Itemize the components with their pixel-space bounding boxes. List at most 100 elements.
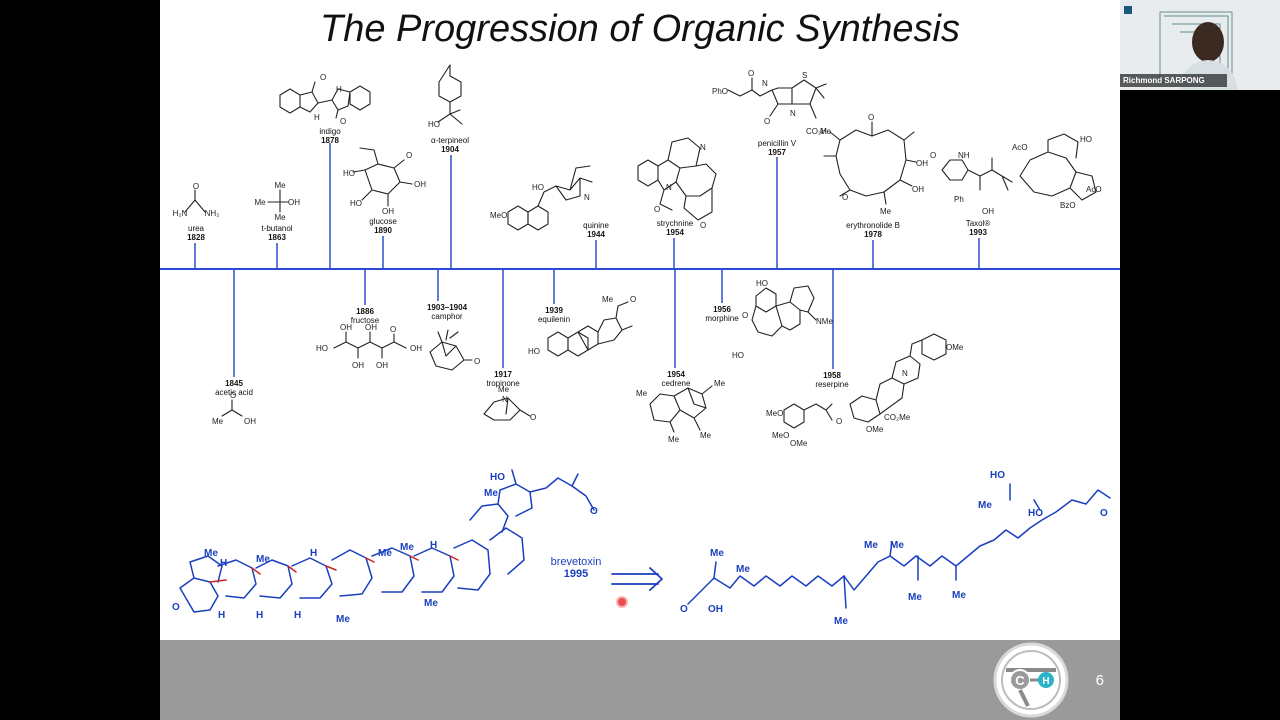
cedrene-structure: Me Me Me Me xyxy=(636,379,726,444)
molecule-structures: O H₂N NH₂ Me Me Me OH O H H O HO xyxy=(172,64,1111,627)
svg-text:H: H xyxy=(430,540,437,551)
t-butanol-structure: Me Me Me OH xyxy=(254,181,300,222)
svg-text:AcO: AcO xyxy=(1012,143,1028,152)
svg-text:H: H xyxy=(314,113,320,122)
svg-text:HO: HO xyxy=(528,347,540,356)
svg-text:Me: Me xyxy=(710,548,724,559)
svg-text:Me: Me xyxy=(908,592,922,603)
svg-text:Me: Me xyxy=(880,207,892,216)
glucose-structure: HO O OH OH HO xyxy=(343,147,426,216)
urea-structure: O H₂N NH₂ xyxy=(173,182,220,218)
svg-text:Me: Me xyxy=(274,213,286,222)
svg-text:MeO: MeO xyxy=(772,431,789,440)
svg-text:OH: OH xyxy=(365,323,377,332)
svg-text:MeO: MeO xyxy=(490,211,507,220)
slide-footer: C H 6 xyxy=(160,640,1120,720)
svg-text:CO₂H: CO₂H xyxy=(806,127,827,136)
svg-text:PhO: PhO xyxy=(712,87,728,96)
svg-text:OH: OH xyxy=(410,344,422,353)
svg-text:H: H xyxy=(220,558,227,569)
svg-text:HO: HO xyxy=(350,199,362,208)
svg-text:O: O xyxy=(700,221,706,230)
svg-text:Me: Me xyxy=(820,127,832,136)
svg-text:Me: Me xyxy=(636,389,648,398)
linear-precursor-structure xyxy=(687,483,1111,609)
svg-text:NH: NH xyxy=(958,151,970,160)
svg-text:OH: OH xyxy=(708,604,723,615)
penicillin-v-structure: PhO O N S O N CO₂H xyxy=(712,69,827,136)
svg-text:Me: Me xyxy=(700,431,712,440)
svg-text:N: N xyxy=(762,79,768,88)
svg-text:HO: HO xyxy=(490,472,505,483)
svg-text:OH: OH xyxy=(982,207,994,216)
svg-text:Me: Me xyxy=(978,500,992,511)
taxol-structure: O NH Ph OH AcO HO BzO AcO xyxy=(930,133,1102,216)
svg-text:HO: HO xyxy=(343,169,355,178)
svg-text:N: N xyxy=(700,143,706,152)
ch-logo-icon: C H xyxy=(993,642,1069,718)
svg-text:H: H xyxy=(294,610,301,621)
svg-text:O: O xyxy=(630,295,636,304)
svg-text:O: O xyxy=(530,413,536,422)
svg-text:N: N xyxy=(502,395,508,404)
slide-title: The Progression of Organic Synthesis xyxy=(320,8,960,50)
alpha-terpineol-structure: HO xyxy=(428,64,463,129)
svg-text:H: H xyxy=(310,548,317,559)
svg-text:OH: OH xyxy=(352,361,364,370)
svg-text:Me: Me xyxy=(378,548,392,559)
svg-text:AcO: AcO xyxy=(1086,185,1102,194)
svg-text:MeO: MeO xyxy=(766,409,783,418)
equilenin-structure: HO O Me xyxy=(528,295,636,357)
svg-text:OH: OH xyxy=(382,207,394,216)
svg-text:O: O xyxy=(680,604,688,615)
svg-text:OH: OH xyxy=(376,361,388,370)
svg-text:O: O xyxy=(764,117,770,126)
svg-text:H: H xyxy=(1042,676,1049,687)
video-thumbnail[interactable]: Richmond SARPONG xyxy=(1120,0,1280,90)
svg-text:Me: Me xyxy=(714,379,726,388)
svg-text:H: H xyxy=(336,85,342,94)
svg-text:Ph: Ph xyxy=(954,195,964,204)
svg-text:OH: OH xyxy=(244,417,256,426)
label-taxol: Taxol®1993 xyxy=(965,219,991,237)
svg-text:N: N xyxy=(790,109,796,118)
svg-text:HO: HO xyxy=(1028,508,1043,519)
svg-text:O: O xyxy=(842,193,848,202)
svg-text:O: O xyxy=(474,357,480,366)
svg-text:OMe: OMe xyxy=(866,425,884,434)
svg-text:Me: Me xyxy=(212,417,224,426)
svg-text:O: O xyxy=(836,417,842,426)
svg-text:H: H xyxy=(256,610,263,621)
linear-atom-labels: Me O OH Me Me Me Me Me Me HO Me HO O xyxy=(680,470,1108,627)
svg-text:O: O xyxy=(1100,508,1108,519)
svg-text:OH: OH xyxy=(912,185,924,194)
svg-text:HO: HO xyxy=(316,344,328,353)
quinine-structure: MeO HO N xyxy=(490,165,593,231)
svg-text:NMe: NMe xyxy=(816,317,833,326)
svg-text:OH: OH xyxy=(916,159,928,168)
svg-text:Me: Me xyxy=(400,542,414,553)
svg-text:Me: Me xyxy=(668,435,680,444)
svg-text:O: O xyxy=(654,205,660,214)
fructose-structure: HO OH OH OH OH OH O xyxy=(316,323,422,370)
svg-text:O: O xyxy=(172,602,180,613)
svg-text:HO: HO xyxy=(732,351,744,360)
indigo-structure: O H H O xyxy=(279,73,371,126)
svg-text:CO₂Me: CO₂Me xyxy=(884,413,911,422)
laser-pointer xyxy=(618,598,626,606)
svg-text:OMe: OMe xyxy=(790,439,808,448)
svg-text:Me: Me xyxy=(336,614,350,625)
reserpine-structure: MeO MeO OMe O OMe CO₂Me N OMe xyxy=(766,333,964,448)
svg-text:N: N xyxy=(666,183,672,192)
svg-text:O: O xyxy=(930,151,936,160)
svg-text:OH: OH xyxy=(414,180,426,189)
svg-text:Me: Me xyxy=(952,590,966,601)
page-number: 6 xyxy=(1095,672,1104,689)
